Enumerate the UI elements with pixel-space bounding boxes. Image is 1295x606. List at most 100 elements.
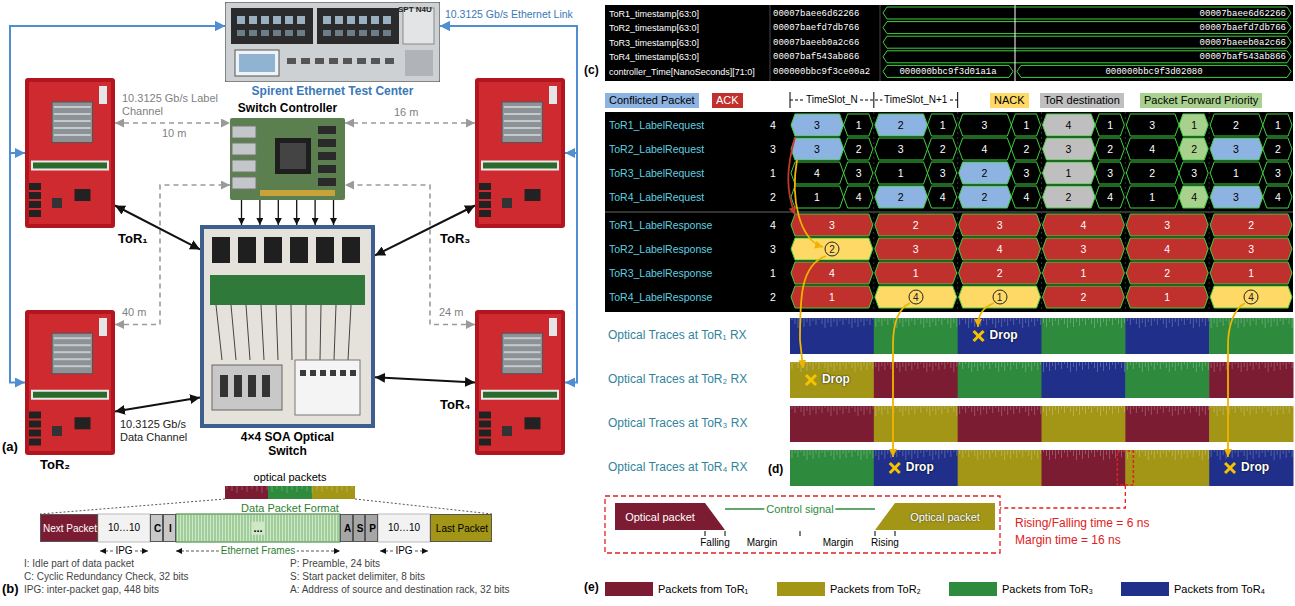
figure-art xyxy=(1070,406,1071,412)
priority-cell: 2 xyxy=(856,143,862,155)
figure-art xyxy=(986,406,987,414)
figure-art xyxy=(873,92,874,108)
figure-art xyxy=(1160,406,1161,409)
figure-art xyxy=(1016,450,1017,458)
figure-art xyxy=(405,50,433,76)
figure-art xyxy=(383,30,391,36)
connector xyxy=(278,200,279,225)
span-label: IPG xyxy=(393,545,414,557)
signal-name: controller_Time[NanoSeconds][71:0] xyxy=(609,67,755,77)
figure-art xyxy=(1115,362,1116,369)
figure-art xyxy=(1013,406,1014,414)
figure-art xyxy=(329,515,330,541)
figure-art xyxy=(302,515,303,541)
figure-art xyxy=(1181,362,1182,370)
figure-art xyxy=(986,318,987,325)
figure-art xyxy=(1064,318,1065,324)
figure-art xyxy=(1274,406,1275,411)
legend-swatch: ACK xyxy=(712,93,743,108)
figure-art xyxy=(1160,450,1161,458)
signal-name: ToR4_timestamp[63:0] xyxy=(609,52,699,62)
trace-label: Optical Traces at ToR₁ RX xyxy=(608,329,747,343)
figure-art xyxy=(54,365,91,367)
figure-art xyxy=(479,314,561,451)
device-photo xyxy=(230,118,345,200)
figure-art xyxy=(1073,450,1074,456)
figure-art xyxy=(816,450,817,454)
figure-art xyxy=(302,486,303,489)
figure-art xyxy=(272,515,273,541)
figure-art xyxy=(1126,286,1208,308)
figure-art xyxy=(1046,406,1047,416)
figure-art xyxy=(232,126,256,138)
ack-cell: 4 xyxy=(1164,243,1170,255)
figure-art xyxy=(1042,406,1126,442)
figure-art xyxy=(926,318,927,323)
destination-cell: 3 xyxy=(1149,119,1155,131)
figure-art xyxy=(861,406,862,411)
figure-art xyxy=(902,318,903,327)
figure-art xyxy=(837,406,838,415)
figure-art xyxy=(995,318,996,328)
figure-art xyxy=(1157,450,1158,454)
figure-art xyxy=(1088,406,1089,409)
figure-art xyxy=(1145,362,1146,367)
figure-art xyxy=(1274,450,1275,460)
figure-art xyxy=(194,515,195,541)
destination-cell: 4 xyxy=(982,143,988,155)
figure-art xyxy=(1232,362,1233,369)
device-photo xyxy=(25,310,115,455)
figure-art xyxy=(1004,450,1005,460)
figure-art xyxy=(307,486,308,491)
drop-label: Drop xyxy=(1241,461,1269,475)
figure-art xyxy=(875,114,928,136)
figure-art xyxy=(1268,406,1269,412)
figure-art xyxy=(1210,186,1263,208)
destination-cell: 3 xyxy=(898,143,904,155)
figure-art xyxy=(1250,318,1251,326)
figure-art xyxy=(813,450,814,459)
figure-art xyxy=(844,162,873,184)
figure-art xyxy=(953,318,954,323)
figure-art xyxy=(980,450,981,455)
figure-art xyxy=(504,113,541,115)
figure-art xyxy=(266,515,267,541)
figure-art xyxy=(890,450,891,458)
figure-art xyxy=(1175,318,1176,322)
figure-art xyxy=(1238,450,1239,457)
figure-art xyxy=(1125,318,1209,354)
figure-art xyxy=(899,362,900,372)
figure-art xyxy=(804,450,805,456)
figure-art xyxy=(33,163,107,169)
figure-art xyxy=(852,362,853,368)
figure-art xyxy=(1210,162,1263,184)
figure-art xyxy=(1292,318,1293,328)
figure-art xyxy=(1271,406,1272,416)
figure-art xyxy=(1256,362,1257,365)
legend-swatch: Conflicted Packet xyxy=(605,93,699,108)
figure-art xyxy=(1094,406,1095,408)
legend-label: Conflicted Packet xyxy=(609,94,695,106)
figure-art xyxy=(1181,406,1182,410)
node-label: ToR₃ xyxy=(440,232,470,247)
priority-cell: 3 xyxy=(1023,167,1029,179)
figure-art xyxy=(332,486,333,491)
figure-art xyxy=(705,531,706,536)
figure-art xyxy=(873,362,874,369)
node-label: Switch Controller xyxy=(238,102,337,116)
figure-art xyxy=(917,362,918,369)
figure-art xyxy=(347,486,348,492)
figure-art xyxy=(502,333,543,374)
priority-cell: 1 xyxy=(856,119,862,131)
figure-art xyxy=(822,318,823,324)
figure-art xyxy=(1115,450,1116,458)
figure-art xyxy=(1034,318,1035,326)
figure-art xyxy=(1262,406,1263,413)
figure-art xyxy=(828,362,829,372)
figure-art xyxy=(1117,451,1133,485)
figure-art xyxy=(342,237,360,263)
figure-art xyxy=(1133,318,1134,320)
figure-art xyxy=(1187,450,1188,458)
figure-art xyxy=(1130,362,1131,365)
destination-cell: 3 xyxy=(982,119,988,131)
